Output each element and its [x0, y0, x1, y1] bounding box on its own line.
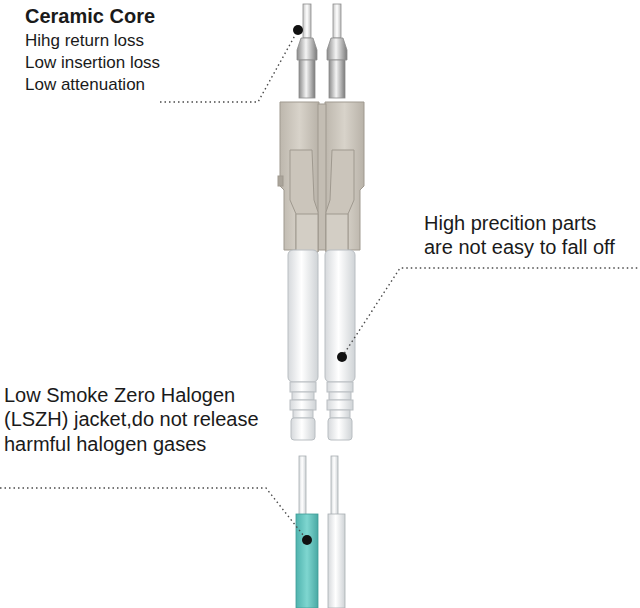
callout-note: Low Smoke Zero Halogen (LSZH) jacket,do … [4, 383, 266, 456]
connector-housing [278, 102, 364, 252]
fiber-cable [296, 456, 345, 608]
callout-heading: Ceramic Core [25, 4, 245, 28]
callout-note: High precition parts are not easy to fal… [424, 211, 624, 260]
callout-dot [293, 25, 347, 545]
callout-note: Hihg return loss [25, 31, 245, 52]
ceramic-ferrule [297, 4, 347, 98]
callout-note: Low attenuation [25, 75, 245, 96]
callout-note: Low insertion loss [25, 53, 245, 74]
cable-boot [288, 250, 355, 440]
leader-line [0, 30, 640, 540]
